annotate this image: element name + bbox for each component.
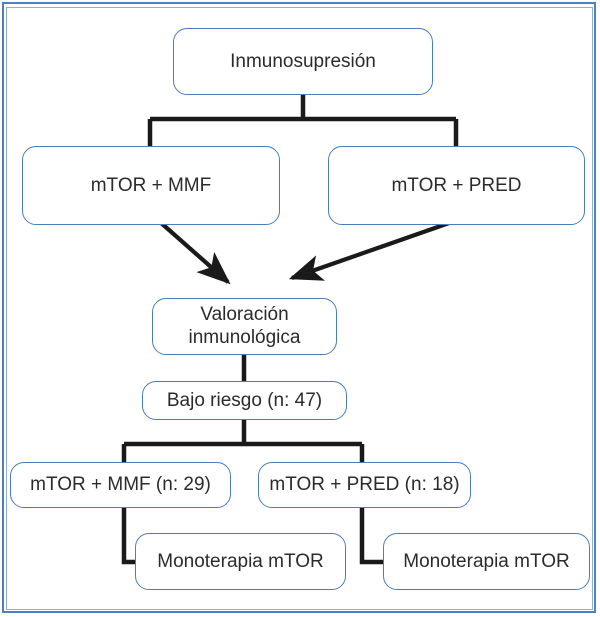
edge-arm-right-to-assessment xyxy=(288,220,453,281)
node-inmunosupresion[interactable]: Inmunosupresión xyxy=(173,28,433,95)
node-mtor-pred-18-label: mTOR + PRED (n: 18) xyxy=(269,474,460,496)
node-bajo-riesgo[interactable]: Bajo riesgo (n: 47) xyxy=(142,381,347,420)
node-mtor-mmf-29[interactable]: mTOR + MMF (n: 29) xyxy=(10,462,231,508)
node-monoterapia-mtor-right[interactable]: Monoterapia mTOR xyxy=(383,533,590,590)
node-mtor-mmf[interactable]: mTOR + MMF xyxy=(22,146,280,225)
edge-arm-left-to-assessment xyxy=(158,220,231,285)
node-mtor-mmf-29-label: mTOR + MMF (n: 29) xyxy=(30,474,211,496)
node-mtor-pred-label: mTOR + PRED xyxy=(391,174,522,196)
node-bajo-riesgo-label: Bajo riesgo (n: 47) xyxy=(166,389,323,411)
node-monoterapia-mtor-left-label: Monoterapia mTOR xyxy=(157,550,324,572)
edge-root-split xyxy=(147,95,459,147)
node-mtor-pred-18[interactable]: mTOR + PRED (n: 18) xyxy=(258,462,471,508)
edge-risk-split xyxy=(121,420,365,462)
node-mtor-mmf-label: mTOR + MMF xyxy=(90,174,212,196)
node-mtor-pred[interactable]: mTOR + PRED xyxy=(328,146,585,225)
node-valoracion-inmunologica[interactable]: Valoración inmunológica xyxy=(152,298,337,355)
node-monoterapia-mtor-left[interactable]: Monoterapia mTOR xyxy=(135,533,346,590)
node-valoracion-line1: Valoración xyxy=(200,303,289,325)
node-monoterapia-mtor-right-label: Monoterapia mTOR xyxy=(403,550,570,572)
node-inmunosupresion-label: Inmunosupresión xyxy=(230,50,376,72)
node-valoracion-line2: inmunológica xyxy=(188,326,301,348)
